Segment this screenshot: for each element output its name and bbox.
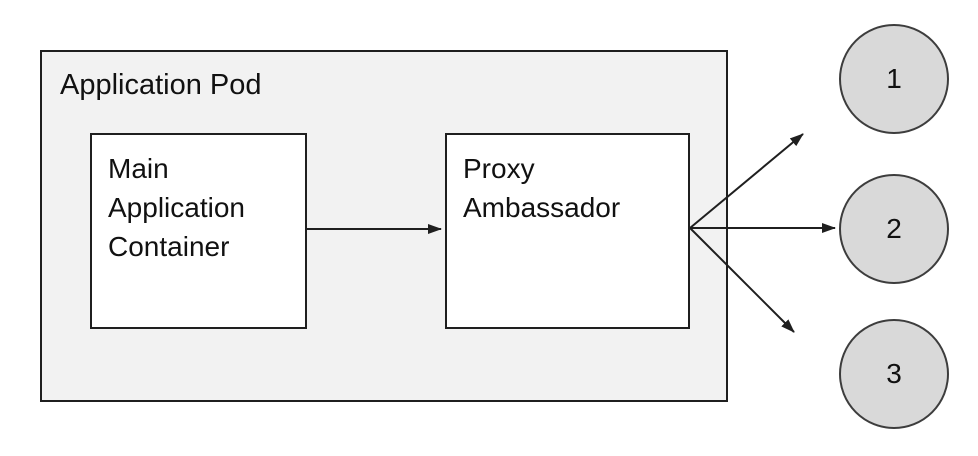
main-application-container-box: Main Application Container: [90, 133, 307, 329]
application-pod-label: Application Pod: [60, 69, 262, 101]
endpoint-circle-2: 2: [839, 174, 949, 284]
proxy-ambassador-label: Proxy Ambassador: [463, 153, 621, 223]
endpoint-circle-1: 1: [839, 24, 949, 134]
proxy-ambassador-box: Proxy Ambassador: [445, 133, 690, 329]
endpoint-2-label: 2: [886, 213, 902, 244]
endpoint-3-label: 3: [886, 358, 902, 389]
endpoint-circle-3: 3: [839, 319, 949, 429]
endpoint-1-label: 1: [886, 63, 902, 94]
main-application-container-label: Main Application Container: [108, 153, 245, 262]
application-pod-box: Application Pod Main Application Contain…: [40, 50, 728, 402]
